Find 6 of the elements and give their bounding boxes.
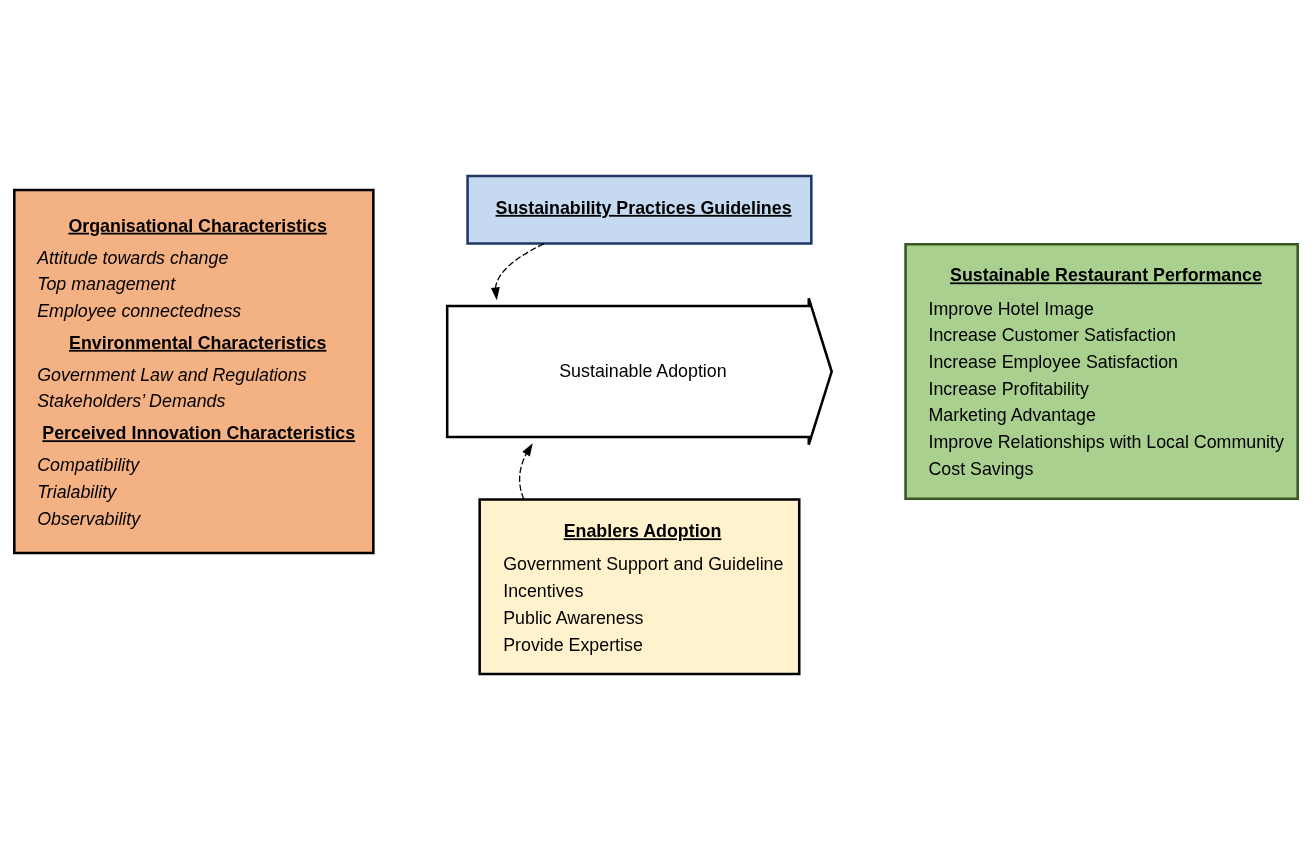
node-box: Organisational Characteristics Attitude towards change Top management Employee connectedness Environmental Characteristics Government Law and Regulations Stakeholders’ Demands Perceived Innovation Characteristics Compatibility Trialability Observability bbox=[13, 188, 375, 555]
arrow bbox=[490, 243, 545, 301]
node-box: Enablers Adoption Government Support and Guideline Incentives Public Awareness Provide Expertise bbox=[478, 498, 801, 676]
node-box: Sustainable Restaurant Performance Improve Hotel Image Increase Customer Satisfaction Increase Employee Satisfaction Increase Profitability Marketing Advantage Improve Relationships with Local Community Cost Savings bbox=[904, 242, 1299, 501]
arrow bbox=[519, 443, 533, 500]
node-box: Sustainability Practices Guidelines bbox=[466, 174, 813, 245]
